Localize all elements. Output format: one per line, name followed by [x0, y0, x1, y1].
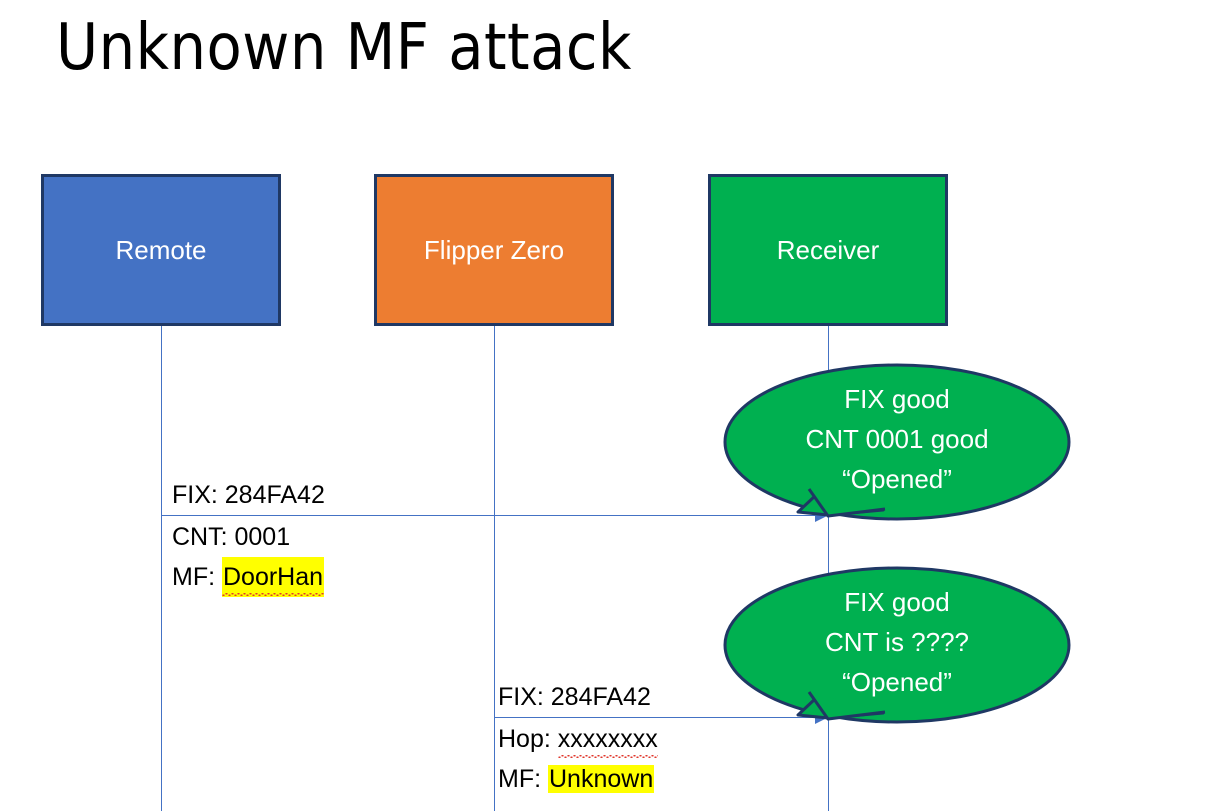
actor-box-remote[interactable]: Remote — [41, 174, 281, 326]
actor-label-flipper-zero: Flipper Zero — [423, 234, 565, 265]
hop-prefix: Hop: — [498, 725, 558, 753]
actor-label-remote: Remote — [115, 234, 207, 265]
lifeline-receiver — [828, 326, 829, 811]
page-title: Unknown MF attack — [56, 11, 632, 85]
actor-box-receiver[interactable]: Receiver — [708, 174, 948, 326]
mf-prefix: MF: — [172, 563, 222, 591]
callout-bubble-shape — [723, 566, 1071, 724]
actor-label-receiver: Receiver — [776, 234, 880, 265]
callout-second-reply[interactable]: FIX good CNT is ???? “Opened” — [723, 565, 1071, 725]
message-label-hop-mf-flipper: Hop: xxxxxxxx MF: Unknown — [498, 719, 658, 799]
message-text-mf-doorhan: MF: DoorHan — [172, 557, 325, 597]
actor-box-flipper-zero[interactable]: Flipper Zero — [374, 174, 614, 326]
message-label-fix-remote: FIX: 284FA42 — [172, 475, 325, 515]
callout-bubble-shape — [723, 363, 1071, 521]
message-text-cnt: CNT: 0001 — [172, 523, 291, 551]
message-text-fix: FIX: 284FA42 — [172, 481, 325, 509]
message-text-mf-unknown: MF: Unknown — [498, 759, 658, 799]
lifeline-flipper — [494, 326, 495, 811]
message-label-cnt-mf-remote: CNT: 0001 MF: DoorHan — [172, 517, 325, 597]
hop-value: xxxxxxxx — [557, 719, 658, 759]
mf-prefix: MF: — [498, 765, 548, 793]
message-text-fix: FIX: 284FA42 — [498, 683, 651, 711]
message-text-hop: Hop: xxxxxxxx — [498, 719, 658, 759]
lifeline-remote — [161, 326, 162, 811]
message-label-fix-flipper: FIX: 284FA42 — [498, 677, 651, 717]
message-arrow-remote-to-receiver — [161, 508, 829, 522]
callout-first-reply[interactable]: FIX good CNT 0001 good “Opened” — [723, 362, 1071, 522]
mf-value-highlighted: Unknown — [548, 765, 655, 793]
mf-value-highlighted: DoorHan — [222, 557, 325, 597]
